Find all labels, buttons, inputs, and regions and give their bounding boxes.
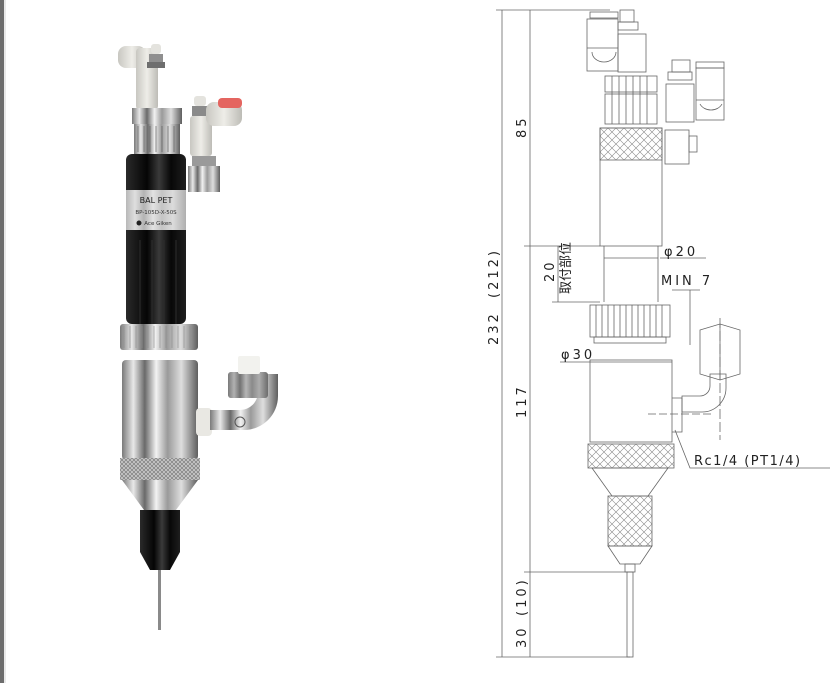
dim-total-length-paren: (212): [487, 248, 502, 298]
dim-mount-label: 取付部位: [559, 242, 574, 294]
product-label-model: BP-105D-X-50S: [135, 210, 177, 216]
product-label-brand: Ace Giken: [144, 221, 172, 227]
dim-upper-length: 85: [515, 115, 530, 138]
product-label-name: BAL PET: [140, 196, 173, 205]
dim-port-thread: Rc1/4 (PT1/4): [694, 454, 802, 469]
red-cap: [218, 98, 242, 108]
dim-lower-length: 117: [515, 384, 530, 418]
side-port-elbow-icon: [196, 356, 278, 436]
dim-upper-diameter: φ20: [664, 245, 698, 260]
dim-needle-paren: (10): [515, 577, 530, 616]
product-photo: BAL PET BP-105D-X-50S Ace Giken: [100, 30, 290, 630]
top-elbow-fitting-icon: [118, 44, 165, 110]
technical-drawing: 232 (212) 85 20 取付部位 117 (10) 30 φ20 φ30…: [480, 0, 833, 683]
dim-min-clearance: MIN 7: [661, 274, 713, 289]
window-border-left: [0, 0, 4, 683]
dim-mount-length: 20: [543, 259, 558, 282]
window-border-shadow: [4, 0, 6, 683]
dim-lower-diameter: φ30: [561, 348, 595, 363]
dim-needle-length: 30: [515, 625, 530, 648]
side-speed-controller-icon: [188, 96, 242, 192]
dim-total-length: 232: [487, 311, 502, 345]
